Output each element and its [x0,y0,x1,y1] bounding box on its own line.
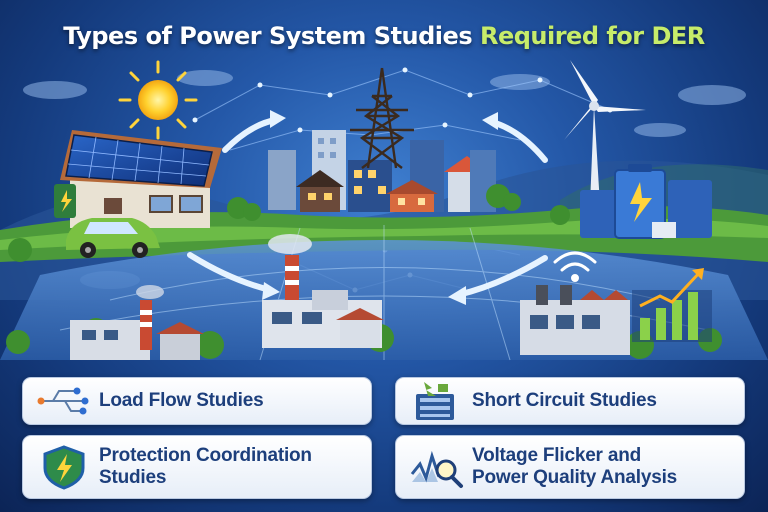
growth-chart-icon [632,268,712,342]
study-label: Protection Coordination Studies [99,445,312,489]
battery-storage-icon [580,164,712,239]
study-card-short-circuit: Short Circuit Studies [395,377,745,425]
factory-buildings [70,234,630,360]
study-label-line2: Studies [99,467,167,488]
city-buildings [268,130,496,212]
study-label-line2: Power Quality Analysis [472,467,678,488]
study-label-line1: Protection Coordination [99,445,312,466]
study-card-protection-coordination: Protection Coordination Studies [22,435,372,499]
study-label: Short Circuit Studies [472,390,657,411]
title-main: Types of Power System Studies [63,22,473,50]
electric-car-icon [66,218,160,258]
transmission-tower-icon [350,67,414,169]
title-accent: Required for DER [479,22,705,50]
study-label-line1: Voltage Flicker and [472,445,642,466]
circuit-nodes-icon [37,387,89,415]
study-label: Load Flow Studies [99,390,264,411]
shield-lightning-icon [43,445,85,490]
wifi-icon [553,251,597,282]
circuit-breaker-icon [416,382,454,420]
solar-house [54,130,222,228]
sun-icon [118,60,198,140]
study-card-voltage-flicker: Voltage Flicker and Power Quality Analys… [395,435,745,499]
waveform-magnifier-icon [410,450,463,488]
wind-turbine-icon [564,60,646,205]
study-label: Voltage Flicker and Power Quality Analys… [472,445,677,489]
flow-arrows [187,110,548,305]
page-title: Types of Power System Studies Required f… [0,22,768,50]
study-card-load-flow: Load Flow Studies [22,377,372,425]
